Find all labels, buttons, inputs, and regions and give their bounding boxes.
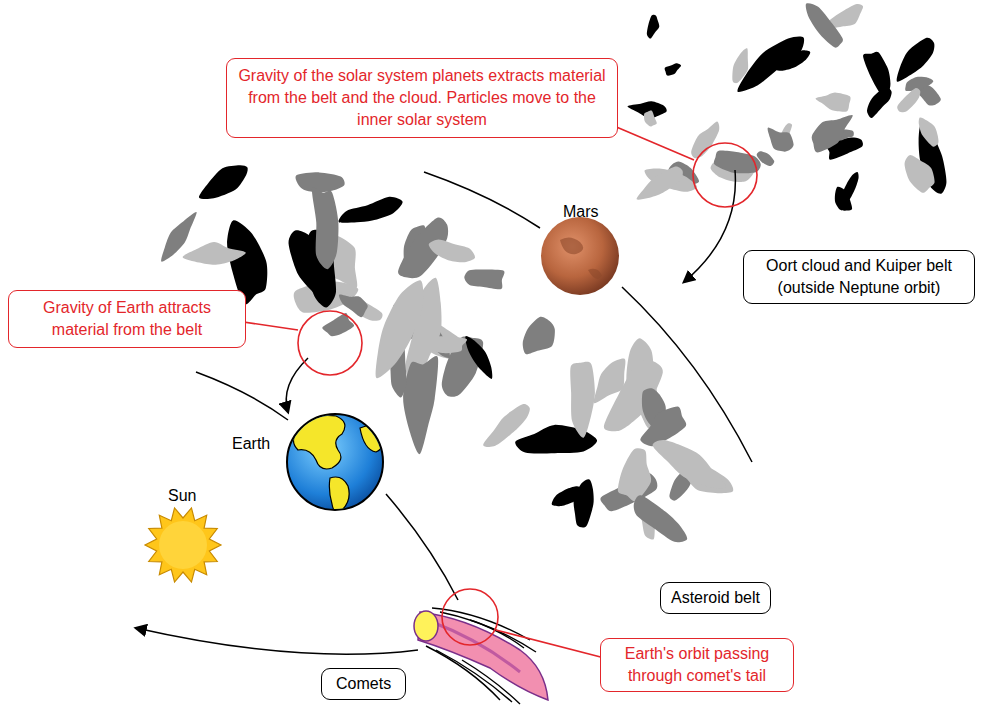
body-label: Sun (168, 486, 196, 506)
comet (414, 608, 548, 704)
asteroid (199, 165, 248, 199)
asteroid (570, 362, 595, 438)
sun-star (145, 508, 221, 582)
asteroid (634, 495, 687, 542)
asteroid (339, 197, 403, 223)
asteroid (574, 479, 594, 527)
asteroid (816, 92, 851, 111)
asteroid (429, 239, 475, 262)
asteroid (812, 115, 853, 152)
asteroid (905, 77, 933, 91)
asteroid (464, 269, 504, 289)
body-label: Earth (232, 434, 270, 454)
asteroid (835, 187, 852, 211)
asteroid (665, 63, 681, 75)
motion-arrow (136, 628, 418, 654)
sun-disc (159, 521, 207, 569)
earth-continents (293, 415, 383, 512)
callout-circle (298, 311, 362, 375)
asteroid (403, 356, 438, 454)
callout-text: Asteroid belt (671, 587, 760, 609)
asteroid (647, 15, 659, 39)
callout-text: Earth's orbit passing through comet's ta… (609, 643, 785, 687)
callout-markers (230, 120, 757, 662)
motion-arrows (136, 170, 735, 654)
orbit-line (196, 372, 288, 420)
asteroid (312, 188, 339, 270)
callout-text: Oort cloud and Kuiper belt (outside Nept… (752, 255, 966, 299)
asteroid (768, 128, 794, 152)
asteroid (483, 404, 530, 447)
asteroid (806, 3, 843, 47)
mars-planet (541, 217, 619, 295)
asteroid (691, 121, 719, 158)
asteroid (322, 313, 354, 336)
callout-text: Gravity of the solar system planets extr… (237, 65, 607, 131)
callout-circle (442, 589, 498, 645)
orbit-line (424, 172, 540, 228)
asteroid (183, 242, 246, 265)
asteroid (897, 38, 935, 82)
asteroid (618, 448, 651, 501)
mars-surface (560, 237, 602, 278)
asteroid (644, 111, 657, 127)
motion-arrow (684, 170, 735, 282)
asteroid (867, 87, 892, 118)
motion-arrow (286, 358, 308, 412)
asteroid (653, 440, 727, 488)
callout-box: Asteroid belt (660, 582, 771, 614)
sun-rays (145, 508, 221, 582)
asteroid (296, 172, 345, 192)
asteroid (905, 155, 935, 193)
asteroid (829, 4, 863, 28)
orbit-line (386, 494, 458, 600)
callout-circle (693, 143, 757, 207)
callout-text: Comets (336, 673, 391, 695)
callout-box: Gravity of Earth attracts material from … (8, 290, 246, 348)
orbit-line (622, 287, 752, 462)
body-label: Mars (563, 202, 599, 222)
callout-box: Earth's orbit passing through comet's ta… (600, 638, 794, 692)
callout-text: Gravity of Earth attracts material from … (17, 297, 237, 341)
asteroid (919, 117, 939, 146)
asteroid (775, 50, 810, 71)
callout-box: Gravity of the solar system planets extr… (226, 58, 618, 138)
orbit-lines (196, 172, 752, 600)
asteroid (637, 167, 683, 200)
callout-box: Oort cloud and Kuiper belt (outside Nept… (743, 250, 975, 304)
asteroid (897, 88, 920, 112)
asteroid (376, 280, 424, 378)
asteroid (523, 317, 555, 355)
asteroid (465, 336, 492, 379)
callout-box: Comets (321, 668, 406, 700)
